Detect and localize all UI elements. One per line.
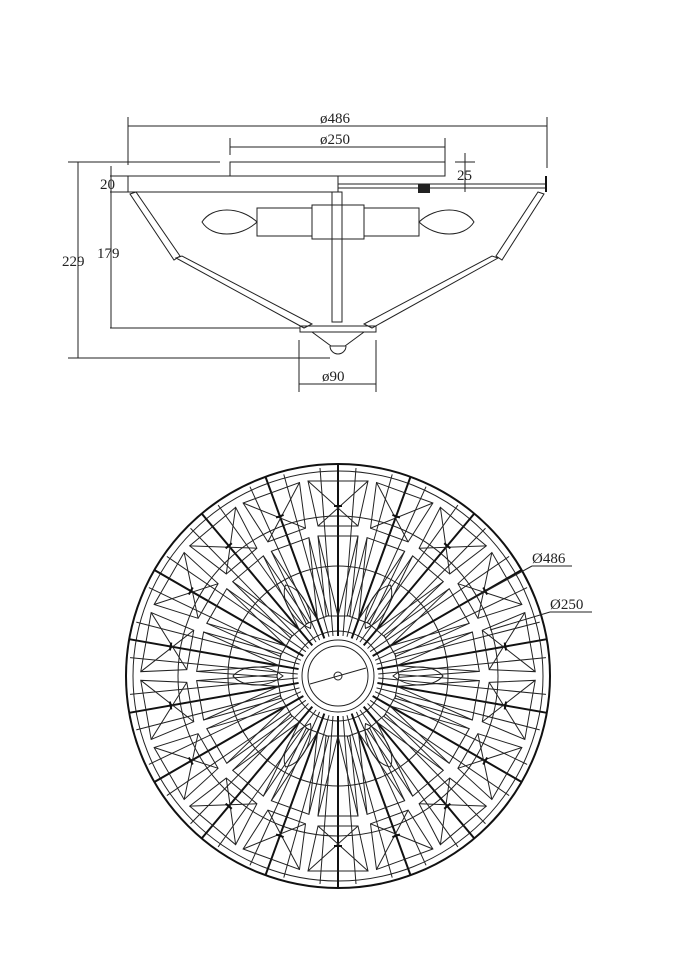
dimension-canopy-height: 25 [455, 153, 475, 192]
label-top-overall-diameter: Ø486 [532, 551, 566, 567]
radial-segments [123, 464, 553, 889]
center-hub [307, 645, 369, 707]
label-shade-height: 179 [97, 246, 120, 262]
canopy [229, 161, 446, 177]
mounting-plate-left [127, 175, 339, 193]
dimension-shade-height: 20 179 [97, 166, 300, 329]
top-view [123, 463, 553, 889]
label-finial-diameter: ø90 [322, 369, 345, 385]
side-view: ø486 ø250 25 229 20 179 [62, 111, 548, 392]
label-overall-diameter: ø486 [320, 111, 351, 127]
top-view-dimensions: Ø486 Ø250 [469, 551, 592, 631]
bulb-left [201, 209, 258, 235]
dimension-overall-height: 229 [62, 161, 330, 359]
label-top-inner-diameter: Ø250 [550, 597, 583, 613]
label-overall-height: 229 [62, 254, 85, 270]
label-plate-thickness: 20 [100, 177, 115, 193]
bulb-right [418, 209, 475, 235]
bulbs-top [232, 580, 444, 772]
label-canopy-diameter: ø250 [320, 132, 350, 148]
dimension-canopy-diameter: ø250 [229, 132, 446, 162]
dimension-finial-diameter: ø90 [298, 340, 377, 392]
label-canopy-height: 25 [457, 168, 472, 184]
shade-arms [129, 191, 545, 329]
stem [331, 191, 343, 323]
dimension-overall-diameter: ø486 [127, 111, 548, 168]
